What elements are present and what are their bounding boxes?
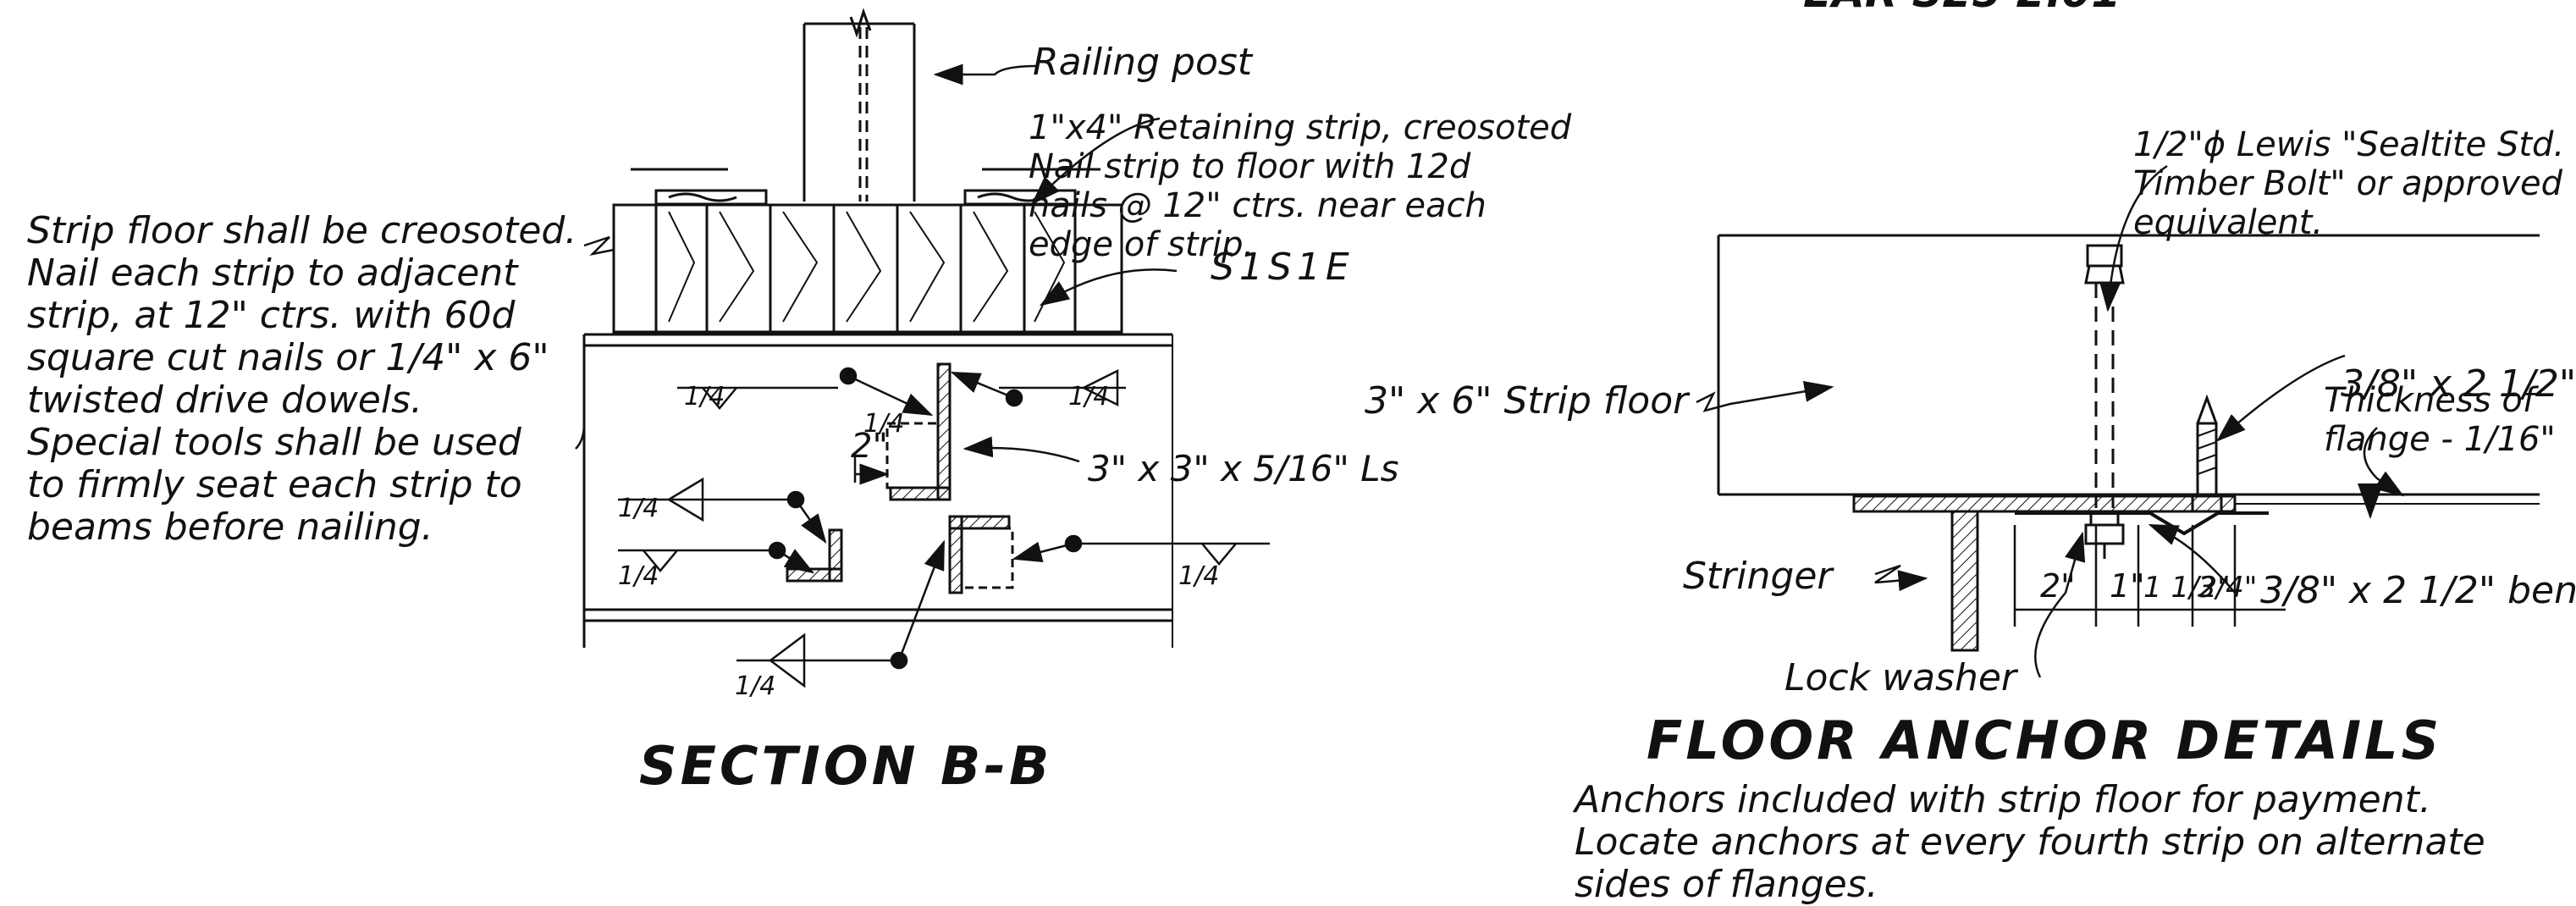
dim-1-1-2in: 1 1/2" <box>2143 571 2231 605</box>
bent-bar <box>2015 511 2269 536</box>
label-railing-post: Railing post <box>1033 41 1254 84</box>
label-stringer: Stringer <box>1683 555 1834 598</box>
weld-size-5: 1/4 <box>1178 561 1219 591</box>
leaders-right <box>1696 164 2405 678</box>
angles <box>786 362 1014 594</box>
heading-section-b-b: SECTION B-B <box>639 735 1053 797</box>
weld-size-3: 1/4 <box>618 494 659 523</box>
label-lag-screw: 3/8" x 2 1/2" lag screw <box>2341 362 2576 406</box>
note-anchors: Anchors included with strip floor for pa… <box>1575 778 2485 906</box>
label-bent-bar: 3/8" x 2 1/2" bent bar <box>2260 569 2576 612</box>
drawing-number: EAR S25 2.01 <box>1803 0 2121 17</box>
section-b-b <box>575 8 1270 688</box>
label-dim-2in: 2" <box>851 427 888 466</box>
note-timber-bolt: 1/2"ϕ Lewis "Sealtite Std. Timber Bolt" … <box>2133 125 2565 242</box>
label-lock-washer: Lock washer <box>1784 656 2019 699</box>
lag-screw <box>2191 394 2223 513</box>
note-strip-floor: Strip floor shall be creosoted. Nail eac… <box>27 209 577 549</box>
beam <box>582 333 1173 648</box>
label-s1s1e: S1S1E <box>1211 246 1354 289</box>
weld-symbols <box>618 367 1270 688</box>
heading-floor-anchor-details: FLOOR ANCHOR DETAILS <box>1647 710 2443 771</box>
leaders-left <box>575 64 1178 463</box>
dim-3-4in: 3/4" <box>2198 571 2257 605</box>
railing-post <box>803 8 916 202</box>
label-strip-floor: 3" x 6" Strip floor <box>1365 379 1691 423</box>
dimension-chain <box>2013 525 2286 627</box>
floor-anchor-detail <box>1696 164 2540 678</box>
drawing-canvas: EAR S25 2.01 <box>575 0 2576 701</box>
stringer <box>1852 483 2540 652</box>
timber-bolt <box>2084 244 2125 559</box>
weld-size-4: 1/4 <box>618 561 659 591</box>
weld-size-7: 1/4 <box>863 409 904 439</box>
note-flange-thickness: Thickness of flange - 1/16" <box>2324 381 2556 459</box>
weld-size-6: 1/4 <box>735 671 775 701</box>
weld-size-2: 1/4 <box>1068 382 1109 412</box>
dim-1in: 1" <box>2110 567 2145 605</box>
strip-floor <box>612 203 1123 334</box>
label-angles: 3" x 3" x 5/16" Ls <box>1088 448 1398 489</box>
dim-2in: 2" <box>2040 567 2076 605</box>
weld-size-1: 1/4 <box>684 382 725 412</box>
note-retaining-strip: 1"x4" Retaining strip, creosoted Nail st… <box>1029 108 1572 264</box>
